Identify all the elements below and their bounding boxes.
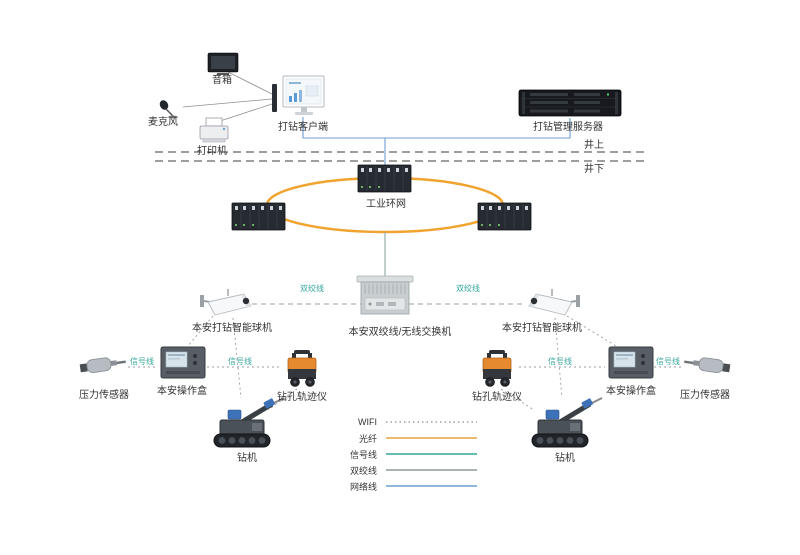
client-label: 打钻客户端	[278, 122, 328, 133]
legend-label: WIFI	[358, 417, 377, 427]
drill-rig-left-icon	[213, 397, 285, 448]
client-workstation-icon	[272, 75, 325, 115]
server-icon	[518, 89, 622, 117]
operation-box-left-icon	[160, 346, 206, 379]
legend-row-network: 网络线	[345, 478, 479, 494]
mine-switch-label: 本安双绞线/无线交换机	[348, 327, 452, 338]
legend-line-wifi	[386, 421, 477, 423]
speaker-icon	[207, 52, 239, 75]
legend-label: 光纤	[358, 433, 377, 444]
pressure-sensor-right-icon	[684, 357, 731, 373]
printer-icon	[199, 117, 229, 143]
ring-switch-center-icon	[357, 164, 412, 193]
speaker-label: 音箱	[212, 75, 232, 86]
ring-switch-right-icon	[477, 202, 532, 231]
legend-label: 信号线	[349, 449, 377, 460]
twisted-pair-left-label: 双绞线	[300, 284, 324, 293]
legend-line-twisted-pair	[386, 469, 477, 471]
below-ground-label: 井下	[584, 164, 604, 175]
legend-row-twisted-pair: 双绞线	[345, 462, 479, 478]
legend: WIFI 光纤 信号线 双绞线 网络线	[345, 414, 479, 494]
pressure-sensor-left-label: 压力传感器	[79, 390, 129, 401]
rig-left-label: 钻机	[237, 453, 257, 464]
microphone-label: 麦克风	[148, 117, 178, 128]
ring-switch-left-icon	[231, 202, 286, 231]
ring-network-label: 工业环网	[366, 199, 406, 210]
printer-label: 打印机	[197, 146, 227, 157]
signal-line-label: 信号线	[130, 357, 154, 366]
trajectory-instrument-right-icon	[482, 350, 512, 387]
operation-box-right-icon	[608, 346, 654, 379]
operation-box-left-label: 本安操作盒	[157, 386, 207, 397]
trajectory-right-label: 钻孔轨迹仪	[472, 392, 522, 403]
field-links	[128, 315, 682, 411]
rig-right-label: 钻机	[555, 453, 575, 464]
legend-row-fiber: 光纤	[345, 430, 479, 446]
trajectory-instrument-left-icon	[287, 350, 317, 387]
microphone-icon	[159, 100, 178, 119]
above-ground-label: 井上	[584, 140, 604, 151]
peripheral-links	[182, 71, 273, 123]
legend-row-signal: 信号线	[345, 446, 479, 462]
signal-line-label: 信号线	[228, 357, 252, 366]
network-links	[302, 117, 571, 166]
server-label: 打钻管理服务器	[533, 122, 603, 133]
ball-camera-right-label: 本安打钻智能球机	[502, 323, 582, 334]
legend-line-network	[386, 485, 477, 487]
pressure-sensor-left-icon	[79, 357, 126, 373]
operation-box-right-label: 本安操作盒	[606, 386, 656, 397]
signal-line-label: 信号线	[656, 357, 680, 366]
trajectory-left-label: 钻孔轨迹仪	[277, 392, 327, 403]
legend-label: 双绞线	[349, 465, 377, 476]
legend-line-signal	[386, 453, 477, 455]
surface-separator-lines	[155, 151, 648, 162]
legend-row-wifi: WIFI	[345, 414, 479, 430]
drill-rig-right-icon	[531, 397, 603, 448]
mine-switch-icon	[356, 275, 414, 315]
pressure-sensor-right-label: 压力传感器	[680, 390, 730, 401]
ball-camera-left-label: 本安打钻智能球机	[192, 323, 272, 334]
legend-label: 网络线	[349, 481, 377, 492]
twisted-pair-right-label: 双绞线	[456, 284, 480, 293]
ball-camera-left-icon	[200, 289, 252, 316]
ball-camera-right-icon	[528, 289, 580, 316]
signal-line-label: 信号线	[548, 357, 572, 366]
legend-line-fiber	[386, 437, 477, 439]
